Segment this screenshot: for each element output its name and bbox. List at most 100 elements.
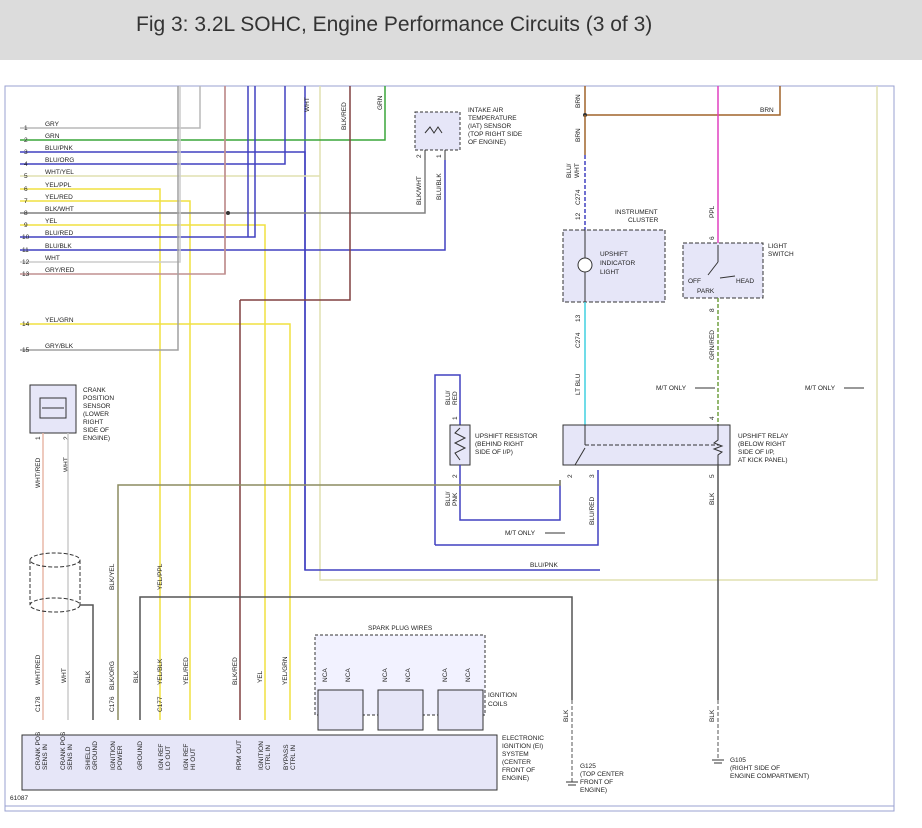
wiring-diagram: 1 2 3 4 5 6 7 8 9 10 11 12 13 14 15 GRY … <box>4 85 895 812</box>
light-switch: LIGHT SWITCH OFF PARK HEAD 6 8 GRN/RED <box>682 236 794 360</box>
ignition-coils: SPARK PLUG WIRES NCA NCA NCA NCA NCA NCA… <box>314 625 517 731</box>
svg-text:WHT: WHT <box>63 457 70 472</box>
wire-label: BLU/ORG <box>45 157 74 164</box>
svg-text:WHT: WHT <box>574 163 581 178</box>
pin-7: 7 <box>24 198 28 205</box>
pin-11: 11 <box>22 247 29 254</box>
wire-label: BLU/RED <box>45 230 73 237</box>
mt-only-label: M/T ONLY <box>505 530 536 537</box>
svg-text:YEL/RED: YEL/RED <box>183 657 190 685</box>
wire-7 <box>20 200 191 720</box>
svg-text:PNK: PNK <box>452 492 459 506</box>
svg-text:ENGINE COMPARTMENT): ENGINE COMPARTMENT) <box>730 773 809 780</box>
svg-text:RIGHT: RIGHT <box>83 419 103 426</box>
svg-text:GRN/RED: GRN/RED <box>709 330 716 360</box>
svg-text:NCA: NCA <box>465 668 472 682</box>
wire-14 <box>20 323 291 720</box>
wire-label: BRN <box>575 128 582 142</box>
pin-13: 13 <box>22 271 30 278</box>
svg-text:NCA: NCA <box>442 668 449 682</box>
page-title: Fig 3: 3.2L SOHC, Engine Performance Cir… <box>136 13 653 36</box>
svg-text:LIGHT: LIGHT <box>768 243 787 250</box>
pin-10: 10 <box>22 234 30 241</box>
connector-c176: C176 <box>109 696 116 712</box>
svg-text:YEL/BLK: YEL/BLK <box>157 658 164 685</box>
svg-text:OFF: OFF <box>688 278 701 285</box>
svg-text:LO OUT: LO OUT <box>165 746 172 770</box>
svg-text:WHT/RED: WHT/RED <box>35 654 42 685</box>
wire-11 <box>20 160 446 251</box>
wire-12 <box>20 86 181 263</box>
svg-text:BLK: BLK <box>563 709 570 722</box>
svg-text:SENS IN: SENS IN <box>67 744 74 770</box>
wire-label: YEL <box>45 218 58 225</box>
pin-14: 14 <box>22 321 30 328</box>
svg-text:(CENTER: (CENTER <box>502 759 531 766</box>
wire-label: GRN <box>377 95 384 110</box>
svg-text:2: 2 <box>452 474 459 478</box>
svg-text:IGNITION: IGNITION <box>110 741 117 770</box>
svg-text:RED: RED <box>452 391 459 405</box>
svg-text:1: 1 <box>436 154 443 158</box>
svg-text:ENGINE): ENGINE) <box>83 435 110 442</box>
pin-8: 8 <box>24 210 28 217</box>
svg-text:GROUND: GROUND <box>137 741 144 770</box>
wire-label: YEL/RED <box>45 194 73 201</box>
wire-wht-yel-loop <box>319 86 878 581</box>
svg-text:(BEHIND RIGHT: (BEHIND RIGHT <box>475 441 524 448</box>
pin-2: 2 <box>24 137 28 144</box>
ground-g125: G125 (TOP CENTER FRONT OF ENGINE) <box>566 700 624 794</box>
svg-text:SYSTEM: SYSTEM <box>502 751 529 758</box>
mt-only-label: M/T ONLY <box>656 385 687 392</box>
wire-brn <box>584 86 781 116</box>
svg-text:FRONT OF: FRONT OF <box>580 779 613 786</box>
wire-blu-pnk <box>459 465 561 521</box>
svg-text:HI OUT: HI OUT <box>190 748 197 770</box>
svg-text:C274: C274 <box>575 189 582 205</box>
svg-text:(TOP CENTER: (TOP CENTER <box>580 771 624 778</box>
svg-text:BLK: BLK <box>709 709 716 722</box>
wire-label: PPL <box>709 205 716 218</box>
svg-text:IGNITION: IGNITION <box>488 692 517 699</box>
wire-15 <box>20 86 179 351</box>
wire-label: WHT/YEL <box>45 169 74 176</box>
svg-text:(IAT) SENSOR: (IAT) SENSOR <box>468 123 512 130</box>
svg-text:WHT/RED: WHT/RED <box>35 457 42 488</box>
svg-text:INSTRUMENT: INSTRUMENT <box>615 209 658 216</box>
pin-12: 12 <box>22 259 30 266</box>
wire-label: GRN <box>45 133 60 140</box>
svg-text:LIGHT: LIGHT <box>600 269 619 276</box>
svg-text:UPSHIFT RELAY: UPSHIFT RELAY <box>738 433 789 440</box>
svg-text:C274: C274 <box>575 332 582 348</box>
svg-text:BLK: BLK <box>85 670 92 683</box>
figure-id: 61087 <box>10 795 28 802</box>
svg-text:BLU/: BLU/ <box>566 163 573 178</box>
svg-text:ENGINE): ENGINE) <box>502 775 529 782</box>
wire-label: BLK/RED <box>341 102 348 130</box>
svg-text:BLU/: BLU/ <box>445 491 452 506</box>
svg-text:BLU/RED: BLU/RED <box>589 497 596 525</box>
wire-blu-red <box>435 470 599 546</box>
svg-text:1: 1 <box>35 436 42 440</box>
iat-sensor: INTAKE AIR TEMPERATURE (IAT) SENSOR (TOP… <box>414 107 523 205</box>
svg-text:8: 8 <box>709 308 716 312</box>
crank-position-sensor: CRANK POSITION SENSOR (LOWER RIGHT SIDE … <box>29 384 114 488</box>
connector-c177: C177 <box>157 696 164 712</box>
ground-g105: G105 (RIGHT SIDE OF ENGINE COMPARTMENT) <box>712 700 809 780</box>
svg-text:BLK/ORG: BLK/ORG <box>109 661 116 690</box>
wire-8 <box>20 160 426 214</box>
svg-text:ELECTRONIC: ELECTRONIC <box>502 735 544 742</box>
wire-6 <box>20 188 161 720</box>
svg-text:CRANK: CRANK <box>83 387 106 394</box>
wire-label: GRY/BLK <box>45 343 74 350</box>
svg-text:5: 5 <box>709 474 716 478</box>
wire-blk-yel <box>117 480 561 720</box>
svg-text:TEMPERATURE: TEMPERATURE <box>468 115 517 122</box>
svg-text:AT KICK PANEL): AT KICK PANEL) <box>738 457 788 464</box>
wire-label: WHT <box>304 97 311 112</box>
svg-text:SIDE OF I/P): SIDE OF I/P) <box>475 449 513 456</box>
svg-text:BYPASS: BYPASS <box>283 744 290 770</box>
svg-text:NCA: NCA <box>382 668 389 682</box>
svg-text:BLU/: BLU/ <box>445 390 452 405</box>
svg-text:ENGINE): ENGINE) <box>580 787 607 794</box>
